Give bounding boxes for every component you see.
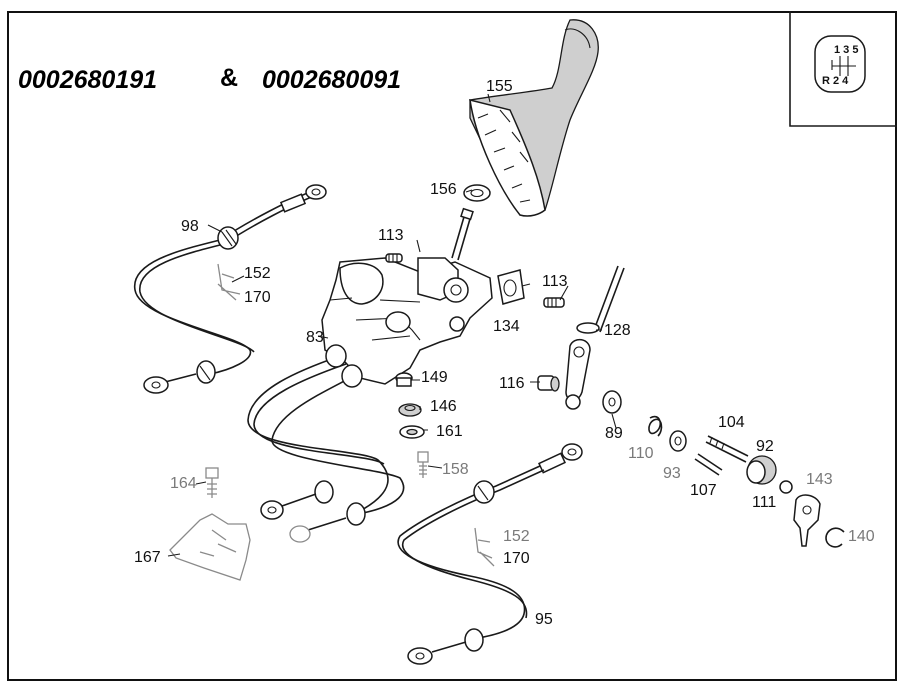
label-170a: 170: [244, 289, 271, 306]
bolt-158: [417, 451, 429, 478]
diagram-frame: [7, 11, 897, 681]
label-116: 116: [499, 375, 525, 392]
washer-161: [399, 425, 425, 439]
label-89: 89: [605, 425, 623, 442]
label-152b: 152: [503, 528, 530, 545]
washer-89: [602, 390, 622, 414]
ball-111: [779, 480, 793, 494]
label-128: 128: [604, 322, 631, 339]
shift-lever: [451, 207, 474, 261]
bracket-143: [793, 494, 821, 547]
label-83: 83: [306, 329, 324, 346]
bolt-164: [205, 467, 219, 498]
bracket-167: [169, 513, 251, 581]
label-113b: 113: [542, 273, 568, 290]
cable-95: [397, 443, 583, 665]
cable-98: [134, 184, 327, 394]
label-146: 146: [430, 398, 457, 415]
label-98: 98: [181, 218, 199, 235]
bushing-92: [746, 455, 777, 485]
pin-113-right: [543, 297, 565, 308]
label-110: 110: [628, 445, 654, 462]
pin-113-left: [385, 253, 403, 263]
bush-149: [395, 372, 413, 387]
label-92: 92: [756, 438, 774, 455]
clip-140: [825, 527, 845, 548]
label-93: 93: [663, 465, 681, 482]
shaft-104: [705, 435, 749, 463]
gear-pattern-bottom: R 2 4: [822, 75, 849, 87]
label-164: 164: [170, 475, 197, 492]
clip-152-170-upper: [217, 263, 241, 301]
part-number-a: 0002680191: [18, 66, 157, 94]
label-104: 104: [718, 414, 745, 431]
bushing-134: [497, 269, 525, 305]
label-134: 134: [493, 318, 520, 335]
label-167: 167: [134, 549, 161, 566]
pin-107: [694, 453, 723, 476]
washer-93: [669, 430, 687, 452]
label-155: 155: [486, 78, 513, 95]
shift-boot-155: [469, 19, 599, 217]
selector-lever-128: [565, 265, 625, 410]
label-107: 107: [690, 482, 717, 499]
label-152a: 152: [244, 265, 271, 282]
gear-pattern-box: 1 3 5 R 2 4: [789, 11, 897, 127]
shifter-housing-83: [321, 257, 493, 385]
cable-83-left: [247, 344, 405, 543]
pin-116: [537, 375, 560, 392]
spring-110: [648, 415, 663, 437]
part-number-b: 0002680091: [262, 66, 401, 94]
label-95: 95: [535, 611, 553, 628]
grommet-146: [398, 403, 422, 417]
label-161: 161: [436, 423, 463, 440]
label-113a: 113: [378, 227, 404, 244]
label-170b: 170: [503, 550, 530, 567]
label-158: 158: [442, 461, 469, 478]
gear-pattern-top: 1 3 5: [834, 44, 858, 56]
label-149: 149: [421, 369, 448, 386]
label-140: 140: [848, 528, 875, 545]
title-ampersand: &: [220, 64, 238, 92]
clip-152-170-lower: [474, 527, 495, 567]
washer-156: [463, 184, 491, 202]
label-143: 143: [806, 471, 833, 488]
label-111: 111: [752, 494, 776, 511]
label-156: 156: [430, 181, 457, 198]
